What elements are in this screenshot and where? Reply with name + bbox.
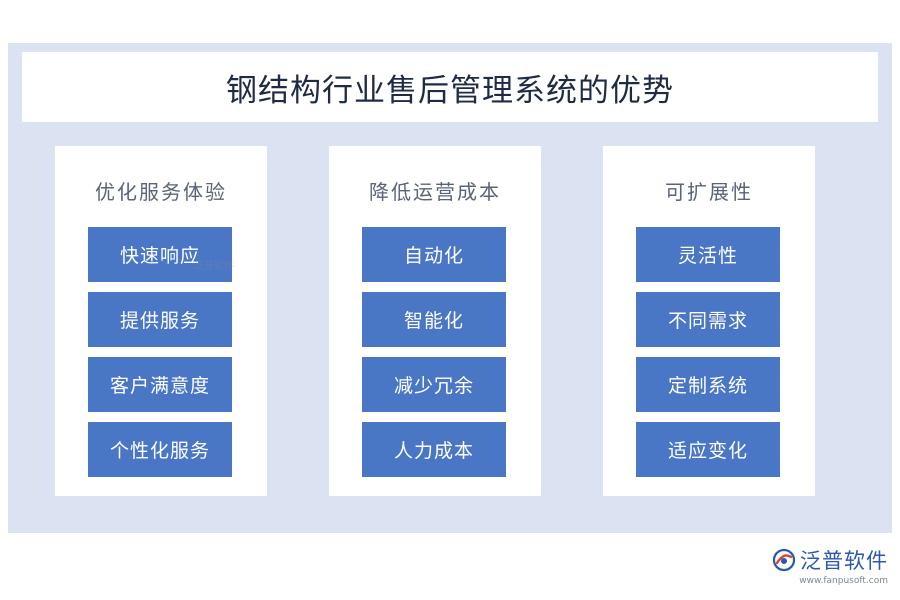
item-box: 人力成本: [362, 422, 506, 477]
column-reduce-cost: 降低运营成本 自动化 智能化 减少冗余 人力成本: [329, 146, 541, 496]
column-service-experience: 优化服务体验 快速响应 提供服务 客户满意度 个性化服务: [55, 146, 267, 496]
column-heading: 可扩展性: [665, 180, 753, 204]
item-box: 提供服务: [88, 292, 232, 347]
item-list: 灵活性 不同需求 定制系统 适应变化: [636, 227, 782, 487]
item-list: 快速响应 提供服务 客户满意度 个性化服务: [88, 227, 234, 487]
item-box: 个性化服务: [88, 422, 232, 477]
item-box: 灵活性: [636, 227, 780, 282]
page-title: 钢结构行业售后管理系统的优势: [226, 72, 674, 109]
item-box: 不同需求: [636, 292, 780, 347]
column-heading: 降低运营成本: [369, 180, 501, 204]
fanpu-logo-icon: [772, 548, 796, 572]
item-box: 减少冗余: [362, 357, 506, 412]
logo-row: 泛普软件: [772, 545, 888, 575]
item-list: 自动化 智能化 减少冗余 人力成本: [362, 227, 508, 487]
item-box: 快速响应: [88, 227, 232, 282]
item-box: 客户满意度: [88, 357, 232, 412]
item-box: 适应变化: [636, 422, 780, 477]
brand-logo: 泛普软件 www.fanpusoft.com: [772, 545, 888, 586]
item-box: 定制系统: [636, 357, 780, 412]
logo-url: www.fanpusoft.com: [799, 576, 888, 586]
logo-name: 泛普软件: [800, 549, 888, 573]
item-box: 智能化: [362, 292, 506, 347]
item-box: 自动化: [362, 227, 506, 282]
title-box: 钢结构行业售后管理系统的优势: [22, 52, 878, 122]
column-heading: 优化服务体验: [95, 180, 227, 204]
column-scalability: 可扩展性 灵活性 不同需求 定制系统 适应变化: [603, 146, 815, 496]
